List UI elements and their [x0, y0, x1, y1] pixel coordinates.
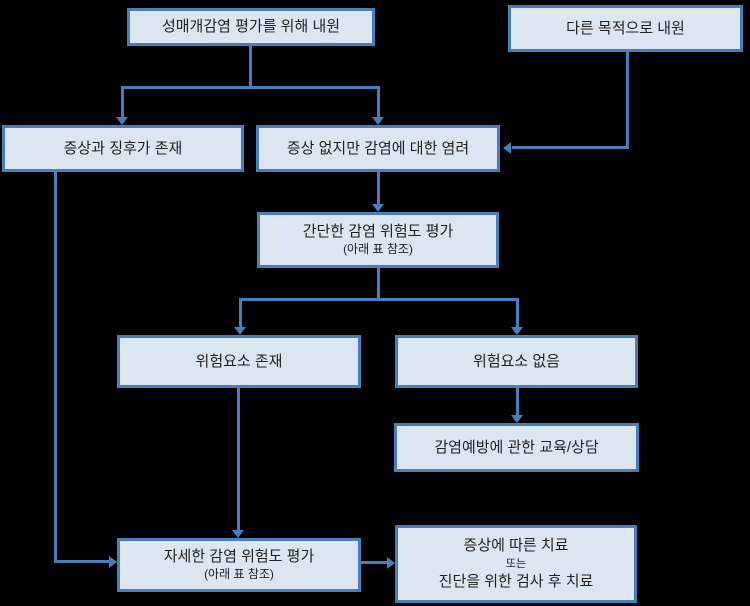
connector-to-risk-present: [239, 298, 242, 328]
connector-risk-absent-to-education: [516, 388, 519, 416]
node-sublabel: (아래 표 참조): [343, 241, 413, 256]
node-label: 성매개감염 평가를 위해 내원: [161, 18, 341, 36]
node-infection-prevention-education: 감염예방에 관한 교육/상담: [394, 423, 639, 472]
node-sublabel: (아래 표 참조): [204, 566, 274, 581]
connector-concern-to-simple-assessment: [377, 172, 380, 205]
connector-split-top-horizontal: [121, 86, 380, 89]
arrowhead-down-icon: [511, 327, 523, 335]
connector-visit-other-down: [626, 52, 629, 149]
arrowhead-down-icon: [511, 415, 523, 423]
node-label: 감염예방에 관한 교육/상담: [434, 438, 599, 456]
connector-split-middle-horizontal: [239, 298, 519, 301]
arrowhead-down-icon: [232, 530, 244, 538]
node-label-or: 또는: [505, 557, 527, 570]
connector-risk-present-to-detailed: [237, 388, 240, 531]
node-simple-risk-assessment: 간단한 감염 위험도 평가 (아래 표 참조): [257, 212, 499, 268]
node-detailed-risk-assessment: 자세한 감염 위험도 평가 (아래 표 참조): [117, 538, 361, 592]
connector-to-no-symptoms-concern: [377, 86, 380, 118]
node-label: 증상에 따른 치료: [463, 537, 569, 555]
connector-symptoms-present-down-long: [54, 172, 57, 563]
node-visit-for-sti-evaluation: 성매개감염 평가를 위해 내원: [127, 8, 375, 46]
node-label: 자세한 감염 위험도 평가: [163, 548, 315, 566]
connector-visit-other-horizontal: [512, 146, 629, 149]
connector-detailed-to-treatment: [361, 561, 388, 564]
node-treatment-by-symptoms-or-after-tests: 증상에 따른 치료 또는 진단을 위한 검사 후 치료: [395, 525, 637, 603]
arrowhead-right-icon: [387, 557, 395, 569]
node-label: 위험요소 존재: [195, 352, 283, 370]
node-label: 다른 목적으로 내원: [566, 19, 685, 37]
connector-visit-sti-down: [249, 45, 252, 89]
node-risk-factors-present: 위험요소 존재: [117, 335, 361, 388]
connector-symptoms-present-horizontal: [54, 560, 110, 563]
arrowhead-down-icon: [116, 117, 128, 125]
node-label: 진단을 위한 검사 후 치료: [438, 573, 594, 591]
arrowhead-right-icon: [109, 556, 117, 568]
node-risk-factors-absent: 위험요소 없음: [395, 335, 638, 388]
node-label: 증상과 징후가 존재: [63, 139, 183, 157]
arrowhead-down-icon: [372, 204, 384, 212]
node-no-symptoms-but-concern: 증상 없지만 감염에 대한 염려: [256, 125, 500, 172]
node-visit-for-other-purpose: 다른 목적으로 내원: [508, 5, 743, 52]
arrowhead-left-icon: [503, 142, 511, 154]
node-label: 위험요소 없음: [473, 352, 560, 370]
arrowhead-down-icon: [372, 117, 384, 125]
node-symptoms-and-signs-present: 증상과 징후가 존재: [2, 125, 244, 172]
node-label: 증상 없지만 감염에 대한 염려: [286, 139, 470, 157]
connector-to-symptoms-present: [121, 86, 124, 118]
node-label: 간단한 감염 위험도 평가: [302, 223, 454, 241]
connector-to-risk-absent: [516, 298, 519, 328]
connector-simple-assessment-down: [377, 268, 380, 301]
arrowhead-down-icon: [234, 327, 246, 335]
